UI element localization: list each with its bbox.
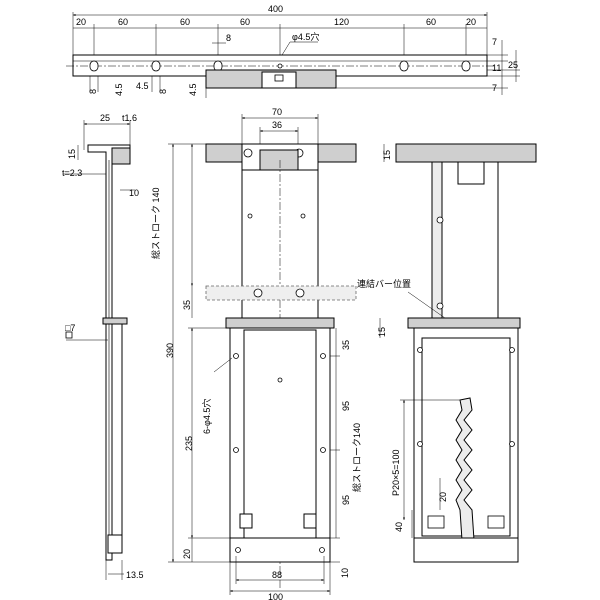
rear-dim-15: 15: [382, 150, 392, 160]
front-hole-note: 6-φ4.5穴: [201, 399, 212, 434]
front-ghost-rail: [205, 285, 357, 301]
top-bottom-dim-3: 4.5: [136, 81, 149, 91]
top-dim-4: 60: [240, 17, 250, 27]
top-right-dim-1: 7: [492, 37, 497, 47]
top-right-dim-3: 25: [508, 60, 518, 70]
front-dim-100: 100: [268, 592, 283, 600]
front-base: [229, 537, 331, 563]
top-dim-6: 60: [426, 17, 436, 27]
top-bottom-dim-5: 4.5: [188, 83, 198, 96]
rear-dim-40: 40: [394, 522, 404, 532]
side-slot-symbol: □7: [65, 323, 75, 333]
front-right-dim-35: 35: [341, 340, 351, 350]
front-dim-20: 20: [182, 549, 192, 559]
front-dim-88: 88: [272, 570, 282, 580]
front-right-dim-95a: 95: [341, 401, 351, 411]
side-dim-t16: t1.6: [122, 113, 137, 123]
front-view: 70 36: [150, 107, 357, 600]
rear-upper-plate: [431, 161, 499, 319]
top-dim-2: 60: [118, 17, 128, 27]
top-dim-1: 20: [76, 17, 86, 27]
rear-dim-20: 20: [438, 492, 448, 502]
side-dim-15: 15: [67, 149, 77, 159]
side-dim-25: 25: [100, 113, 110, 123]
top-right-dim-4: 7: [492, 83, 497, 93]
side-dim-thickness: t=2.3: [62, 168, 82, 178]
rear-dim-15b: 15: [377, 327, 387, 337]
top-hole-note: φ4.5穴: [292, 31, 319, 42]
rear-pitch-label: P20×5=100: [391, 449, 401, 496]
rear-top-rail: [395, 143, 537, 163]
rear-view: 15 連結バー位置 15: [351, 143, 537, 563]
top-right-dim-2: 11: [492, 63, 501, 73]
rear-collar: [407, 317, 521, 329]
side-dim-13-5: 13.5: [126, 570, 144, 580]
top-dim-5: 120: [334, 17, 349, 27]
front-dim-70: 70: [272, 107, 282, 117]
rear-stroke-label: 総ストローク140: [351, 423, 362, 492]
front-right-dim-10: 10: [340, 568, 350, 578]
front-collar: [225, 317, 335, 329]
front-dim-390: 390: [165, 343, 175, 358]
front-right-dim-95b: 95: [341, 495, 351, 505]
front-dim-235: 235: [184, 436, 194, 451]
top-bottom-dim-1: 8: [88, 89, 98, 94]
top-dim-3: 60: [180, 17, 190, 27]
top-overall-dim: 400: [268, 4, 283, 14]
top-bottom-dim-4: 8: [158, 89, 168, 94]
top-dim-7: 20: [466, 17, 476, 27]
rear-base: [413, 537, 519, 563]
front-stroke-label: 総ストローク 140: [150, 187, 161, 259]
side-dim-10: 10: [129, 188, 139, 198]
front-dim-35: 35: [182, 300, 192, 310]
rear-connect-label: 連結バー位置: [357, 278, 411, 289]
top-view: 400 20 60 60 60 120 60 20 8 φ4.5穴: [66, 4, 520, 98]
side-lower-plate: [111, 317, 123, 539]
front-dim-36: 36: [272, 120, 282, 130]
side-view: 25 t1.6 15 t=2.3 10 □7 13.5: [62, 113, 144, 580]
top-slot-dim: 8: [226, 33, 231, 43]
top-bottom-dim-2: 4.5: [114, 83, 124, 96]
